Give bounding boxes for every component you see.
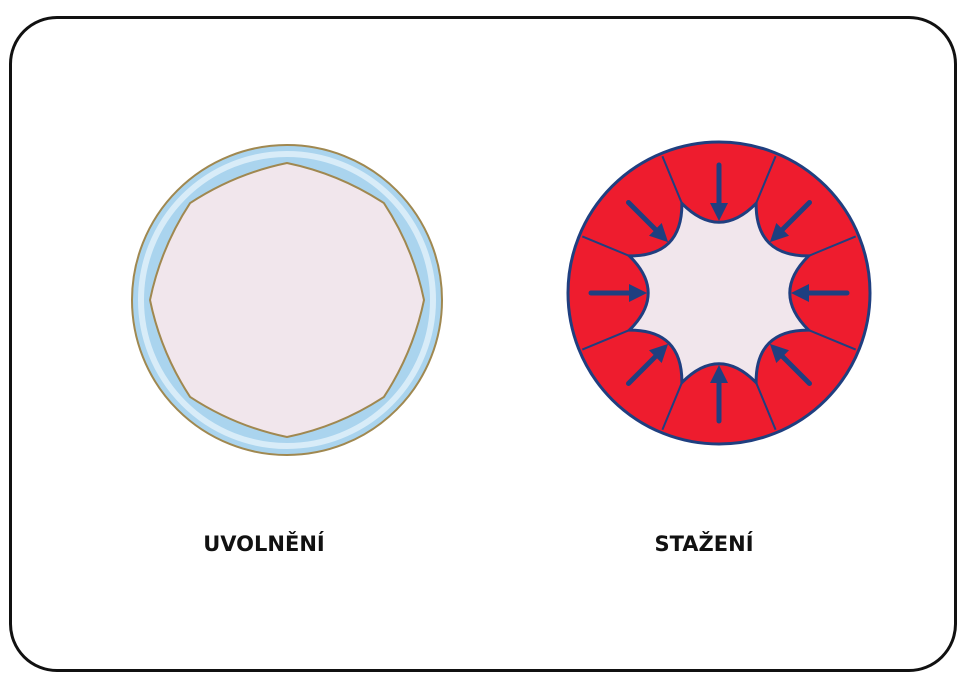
contracted-vessel-diagram [564, 138, 874, 448]
relaxed-label: UVOLNĚNÍ [154, 532, 374, 556]
relaxed-vessel-icon [127, 140, 447, 460]
relaxed-vessel-diagram [127, 140, 447, 460]
relaxed-lumen [150, 163, 424, 437]
contracted-vessel-icon [564, 138, 874, 448]
contracted-label: STAŽENÍ [594, 532, 814, 556]
